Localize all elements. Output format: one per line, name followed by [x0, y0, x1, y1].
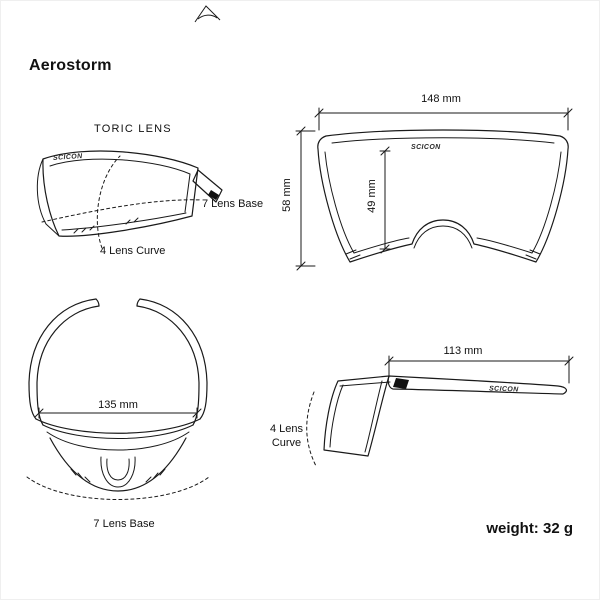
cropped-image-artifact	[193, 3, 223, 25]
front-height-dimension-line	[296, 127, 315, 270]
top-width-dimension-label: 135 mm	[98, 399, 138, 411]
front-lens-inner-line	[325, 138, 561, 253]
front-vent-slits	[346, 250, 540, 259]
lens-curve-measure-arc	[307, 392, 316, 466]
lens-curve-annotation: 4 Lens Curve	[100, 245, 166, 257]
perspective-vent-slits	[74, 218, 138, 233]
temple-length-dimension-line	[385, 356, 573, 383]
perspective-lens-outline	[37, 151, 198, 236]
top-view-width-dimension-line	[35, 408, 201, 418]
brand-logo: SCICON	[488, 385, 519, 394]
perspective-view-drawing	[26, 126, 256, 276]
lens-base-measure-arc	[27, 477, 209, 500]
weight-label: weight: 32 g	[486, 520, 573, 537]
lens-curve-measure-arc	[97, 156, 120, 248]
side-lens-curve-line1: 4 Lens	[269, 423, 304, 435]
front-view-drawing	[286, 86, 586, 281]
front-width-dimension-label: 148 mm	[421, 93, 461, 105]
toric-lens-label: TORIC LENS	[94, 123, 172, 135]
brand-mark-icon	[393, 378, 409, 389]
top-view-frame-arcs	[36, 419, 200, 491]
top-view-drawing	[19, 291, 234, 536]
side-lens-curve-line2: Curve	[271, 437, 302, 449]
top-view-vent-slits	[71, 469, 165, 482]
perspective-temple-arm	[193, 170, 222, 202]
page-title: Aerostorm	[29, 57, 112, 74]
front-frame-outline	[318, 130, 568, 262]
brand-logo: SCICON	[411, 144, 441, 151]
top-view-nose-pads	[101, 457, 135, 487]
lens-height-dimension-line	[380, 147, 390, 253]
side-lens-outline	[324, 376, 390, 456]
temple-length-dimension-label: 113 mm	[443, 345, 483, 357]
brand-mark-icon	[208, 190, 219, 200]
side-temple-arm	[388, 376, 566, 394]
lens-base-measure-arc	[42, 200, 202, 222]
side-view-drawing	[296, 336, 586, 471]
front-width-dimension-line	[315, 108, 572, 130]
top-lens-base-annotation: 7 Lens Base	[93, 518, 155, 530]
lens-base-annotation: 7 Lens Base	[202, 198, 264, 210]
side-lens-curve-annotation: 4 Lens Curve	[259, 422, 314, 450]
